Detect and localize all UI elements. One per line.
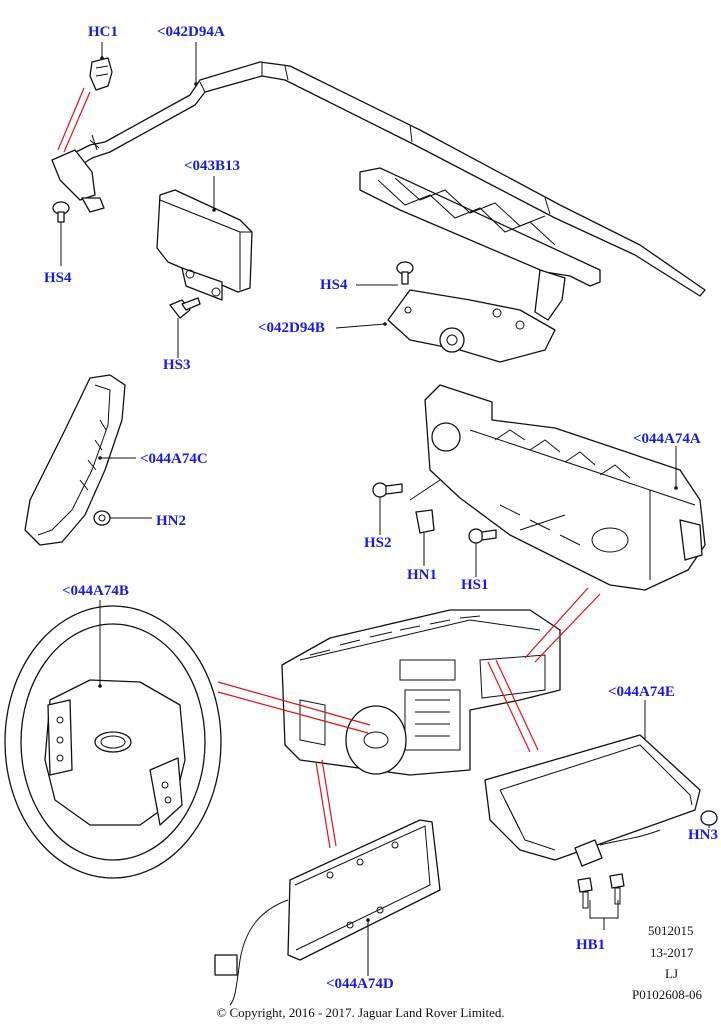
meta-reference: P0102608-06 <box>632 987 703 1002</box>
bolt-hs4-left-part <box>52 201 70 223</box>
steering-wheel-part <box>4 605 222 879</box>
meta-code: 5012015 <box>648 923 694 938</box>
callout-042d94b[interactable]: <042D94B <box>258 320 325 336</box>
airbag-044a74d-part <box>214 819 441 1006</box>
callout-044a74a[interactable]: <044A74A <box>633 431 701 447</box>
callout-hn3[interactable]: HN3 <box>688 827 718 843</box>
callout-hn2[interactable]: HN2 <box>156 513 186 529</box>
bolt-hs2-part <box>372 482 403 498</box>
callout-hs4-left[interactable]: HS4 <box>44 270 72 286</box>
dashboard-part <box>281 609 561 776</box>
nut-hn2-part <box>93 510 111 526</box>
airbag-044a74a-part <box>424 384 706 591</box>
airbag-044a74e-part <box>484 734 718 867</box>
callout-hs3[interactable]: HS3 <box>163 357 191 373</box>
callout-044a74e[interactable]: <044A74E <box>608 684 675 700</box>
callout-hs1[interactable]: HS1 <box>461 577 489 593</box>
module-043b13-part <box>156 189 253 301</box>
meta-date: 13-2017 <box>650 945 694 960</box>
callout-hs4-right[interactable]: HS4 <box>320 277 348 293</box>
nut-hn1-part <box>415 509 435 534</box>
bracket-042d94b-part <box>359 167 601 363</box>
meta-region: LJ <box>665 966 678 981</box>
curtain-airbag-part <box>51 61 706 297</box>
callout-hb1[interactable]: HB1 <box>576 937 606 953</box>
bolt-hs3-part <box>169 297 201 319</box>
bolt-hs1-part <box>468 528 497 544</box>
callout-hs2[interactable]: HS2 <box>364 535 392 551</box>
callout-043b13[interactable]: <043B13 <box>184 158 241 174</box>
clip-hc1-part <box>89 57 113 91</box>
callout-042d94a[interactable]: <042D94A <box>157 24 225 40</box>
callout-044a74c[interactable]: <044A74C <box>140 451 208 467</box>
bolts-hb1-part <box>577 873 625 909</box>
bolt-hs4-right-part <box>396 261 414 285</box>
airbag-044a74c-part <box>24 374 126 546</box>
callout-hn1[interactable]: HN1 <box>407 567 437 583</box>
callout-044a74b[interactable]: <044A74B <box>62 583 129 599</box>
callout-hc1[interactable]: HC1 <box>88 24 118 40</box>
copyright-notice: © Copyright, 2016 - 2017. Jaguar Land Ro… <box>216 1005 505 1020</box>
callout-044a74d[interactable]: <044A74D <box>326 976 394 992</box>
